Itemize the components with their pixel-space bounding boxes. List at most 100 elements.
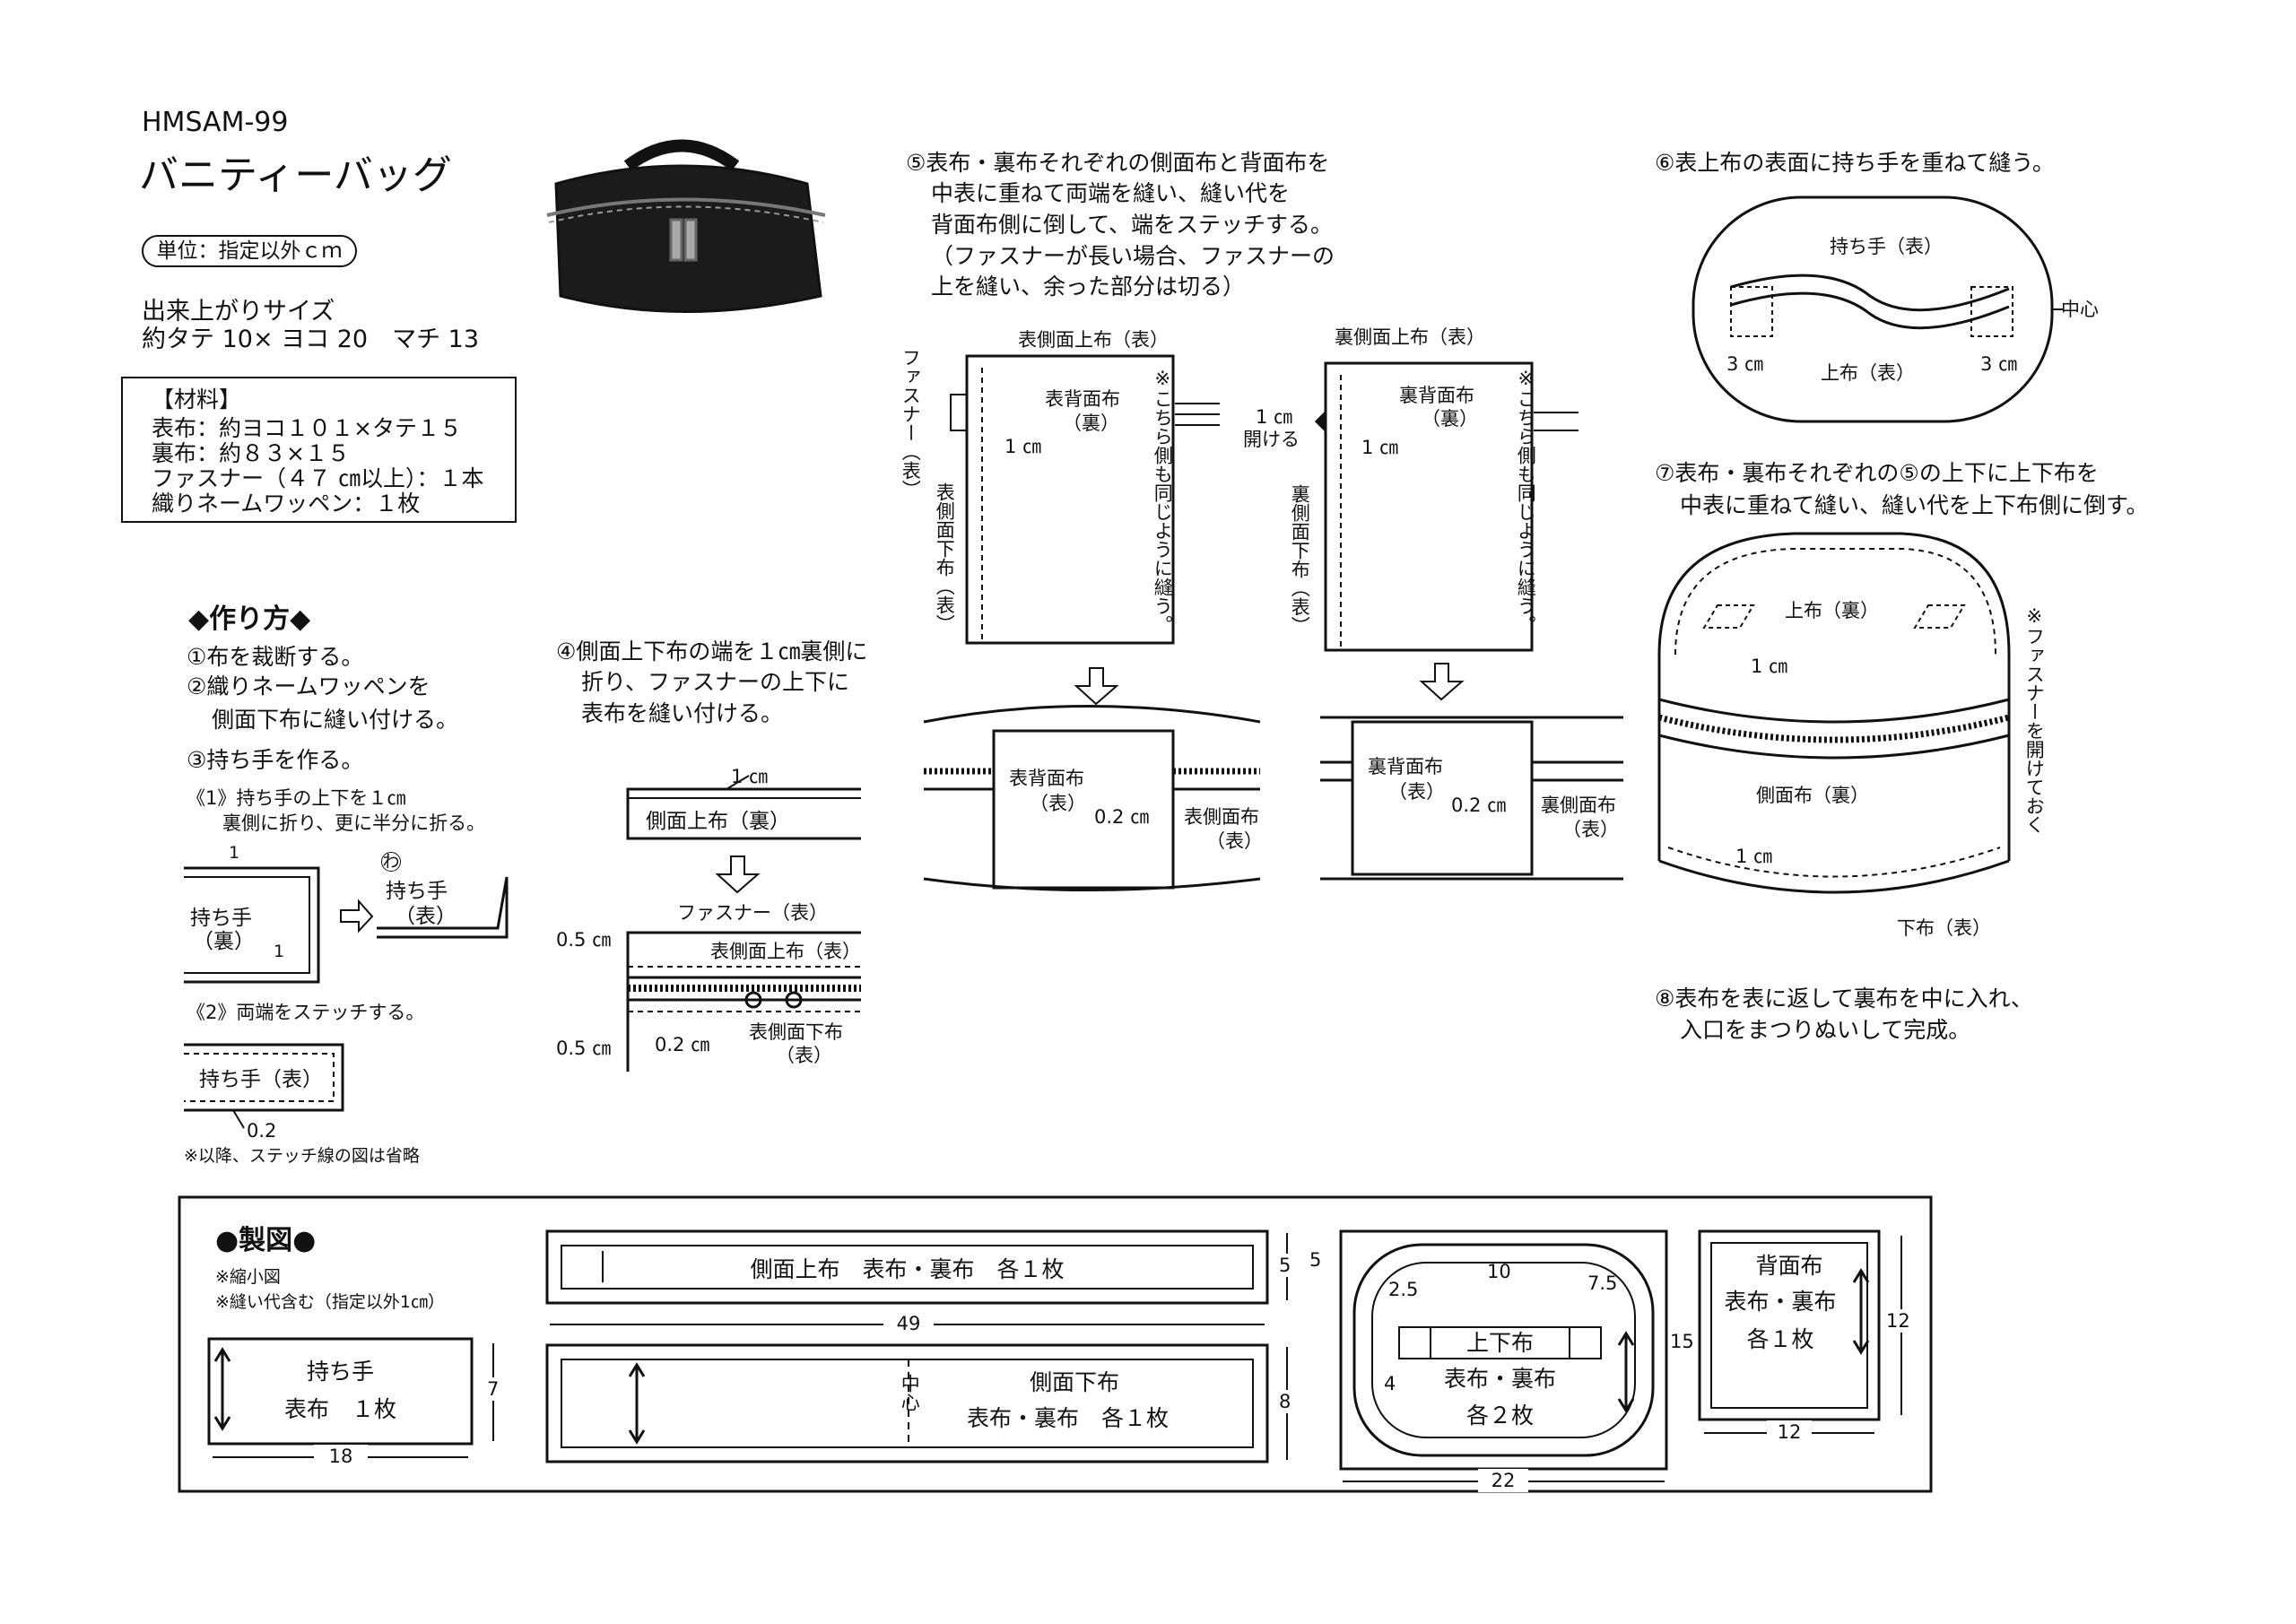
pattern-note-2: ※縫い代含む（指定以外1㎝） — [215, 1292, 446, 1312]
pattern-handle — [207, 1337, 474, 1446]
tb-dim-r1: 2.5 — [1388, 1279, 1419, 1300]
side-top-title: 側面上布 表布・裏布 各１枚 — [750, 1256, 1065, 1282]
step5-c-back-sub: （表） — [1030, 793, 1086, 814]
step5-a-dim: 1 ㎝ — [1004, 436, 1042, 457]
step7-note: ※ファスナーを開けておく — [2023, 605, 2046, 834]
step5-b-open-b: 開ける — [1243, 429, 1300, 450]
handle-sub: 表布 １枚 — [283, 1396, 396, 1422]
step5-b-back-sub: （裏） — [1422, 408, 1478, 430]
step6-figure — [1692, 195, 2063, 423]
pattern-side-top — [545, 1229, 1269, 1305]
step7-figure — [1657, 532, 2011, 894]
step5-c-side-sub: （表） — [1206, 830, 1263, 852]
step4-dim-1cm: 1 ㎝ — [731, 766, 769, 787]
size-heading: 出来上がりサイズ — [142, 298, 335, 326]
fig1-result-sub: （表） — [395, 905, 457, 928]
handle-fold-figure — [184, 866, 509, 984]
step5-text-b: 中表に重ねて両端を縫い、縫い代を — [931, 180, 1291, 206]
product-photo — [546, 139, 826, 313]
step5-text-c: 背面布側に倒して、端をステッチする。 — [931, 212, 1334, 238]
back-sub1: 表布・裏布 — [1724, 1289, 1837, 1315]
step5-d-dim: 0.2 ㎝ — [1451, 795, 1507, 816]
step4-zipper-label: ファスナー（表） — [677, 902, 828, 924]
fig2-dim: 0.2 — [247, 1120, 277, 1142]
handle-width: 18 — [314, 1445, 368, 1469]
tb-dim-r3: 4 — [1384, 1373, 1396, 1394]
tb-height: 15 — [1670, 1331, 1694, 1352]
tb-sub2: 各２枚 — [1465, 1403, 1534, 1429]
fig1-result: 持ち手 — [386, 880, 448, 903]
step5-c-side-label: 表側面布 — [1184, 806, 1259, 828]
handle-stitch-figure — [184, 1043, 344, 1129]
step7-top-label: 上布（裏） — [1785, 600, 1879, 621]
fig1-dim-bottom: 1 — [274, 942, 285, 961]
step7-side-label: 側面布（裏） — [1756, 785, 1869, 806]
step5-a-zipper: ファスナー（表） — [900, 348, 922, 499]
step4-dim-05-bottom: 0.5 ㎝ — [556, 1038, 612, 1059]
pattern-note-1: ※縮小図 — [215, 1267, 281, 1287]
side-bottom-sub: 表布・裏布 各１枚 — [967, 1405, 1170, 1431]
size-value: 約タテ 10× ヨコ 20 マチ 13 — [142, 326, 480, 353]
step4-text-c: 表布を縫い付ける。 — [581, 700, 784, 726]
fig1-fold-mark: わ — [381, 852, 401, 872]
handle-title: 持ち手 — [306, 1359, 374, 1385]
step-3-sub1b: 裏側に折り、更に半分に折る。 — [222, 812, 486, 834]
step8-text-b: 入口をまつりぬいして完成。 — [1680, 1017, 1971, 1043]
step4-dim-05-top: 0.5 ㎝ — [556, 929, 612, 951]
product-code: HMSAM-99 — [142, 107, 289, 138]
step5-c-dim: 0.2 ㎝ — [1094, 806, 1150, 828]
back-title: 背面布 — [1755, 1253, 1823, 1279]
step-1: ①布を裁断する。 — [187, 644, 364, 670]
side-bottom-height: 8 — [1279, 1390, 1292, 1414]
step6-handle-label: 持ち手（表） — [1830, 236, 1943, 257]
step7-text-b: 中表に重ねて縫い、縫い代を上下布側に倒す。 — [1680, 492, 2149, 518]
step5-d-back-sub: （表） — [1388, 781, 1445, 803]
step8-text-a: ⑧表布を表に返して裏布を中に入れ、 — [1655, 986, 2033, 1012]
step5-text-a: ⑤表布・裏布それぞれの側面布と背面布を — [906, 150, 1330, 176]
side-length: 49 — [883, 1312, 934, 1336]
step4-side-top-label: 側面上布（裏） — [646, 810, 790, 833]
step-3: ③持ち手を作る。 — [187, 747, 364, 773]
step6-dim-left: 3 ㎝ — [1726, 353, 1764, 375]
step5-a-lower: 表側面下布（表） — [934, 482, 956, 633]
step5-b-open-a: 1 ㎝ — [1256, 406, 1293, 428]
step-3-sub1a: 《1》持ち手の上下を１㎝ — [187, 787, 406, 809]
step5-b-note: ※こちら側も同じように縫う。 — [1515, 368, 1537, 634]
step4-outer-bottom-label: 表側面下布 — [749, 1021, 843, 1043]
pattern-frame — [178, 1195, 1933, 1493]
step5-a-note: ※こちら側も同じように縫う。 — [1152, 368, 1174, 634]
step5-b-back-label: 裏背面布 — [1399, 385, 1474, 406]
back-width: 12 — [1767, 1420, 1812, 1445]
materials-box: 【材料】 表布：約ヨコ１０１×タテ１５ 裏布：約８３×１５ ファスナー（４７ ㎝… — [121, 377, 517, 523]
step4-figure — [626, 775, 861, 1072]
step4-outer-bottom-sub: （表） — [776, 1045, 832, 1066]
fig1-dim-top: 1 — [229, 843, 240, 863]
material-item: 裏布：約８３×１５ — [152, 440, 350, 466]
step6-center-label: 中心 — [2061, 299, 2099, 320]
step5-c-back-label: 表背面布 — [1009, 768, 1084, 789]
pattern-heading: ●製図● — [215, 1225, 317, 1256]
step-2a: ②織りネームワッペンを — [187, 673, 430, 699]
step5-a-back-sub: （裏） — [1063, 413, 1119, 434]
side-bottom-title: 側面下布 — [1030, 1369, 1120, 1395]
step5-text-e: 上を縫い、余った部分は切る） — [931, 274, 1246, 300]
tb-title: 上下布 — [1465, 1330, 1534, 1356]
material-item: 織りネームワッペン：１枚 — [152, 491, 421, 517]
step5-figure-outer — [923, 354, 1261, 891]
side-top-height: 5 — [1279, 1254, 1292, 1278]
step4-text-a: ④側面上下布の端を１㎝裏側に — [556, 638, 868, 664]
step4-dim-02: 0.2 ㎝ — [655, 1034, 710, 1055]
pattern-back — [1698, 1229, 1881, 1421]
step5-figure-lining — [1314, 361, 1623, 881]
back-sub2: 各１枚 — [1746, 1326, 1814, 1352]
step7-bottom-label: 下布（表） — [1897, 917, 1991, 939]
step5-d-side-sub: （表） — [1562, 819, 1619, 840]
handle-height: 7 — [487, 1377, 500, 1402]
tb-width: 22 — [1478, 1469, 1528, 1493]
howto-note: ※以降、ステッチ線の図は省略 — [184, 1146, 420, 1166]
unit-label: 単位：指定以外ｃｍ — [142, 235, 357, 267]
tb-dim-top: 10 — [1487, 1261, 1511, 1282]
step5-text-d: （ファスナーが長い場合、ファスナーの — [931, 243, 1335, 269]
step5-a-top-label: 表側面上布（表） — [1018, 329, 1169, 351]
